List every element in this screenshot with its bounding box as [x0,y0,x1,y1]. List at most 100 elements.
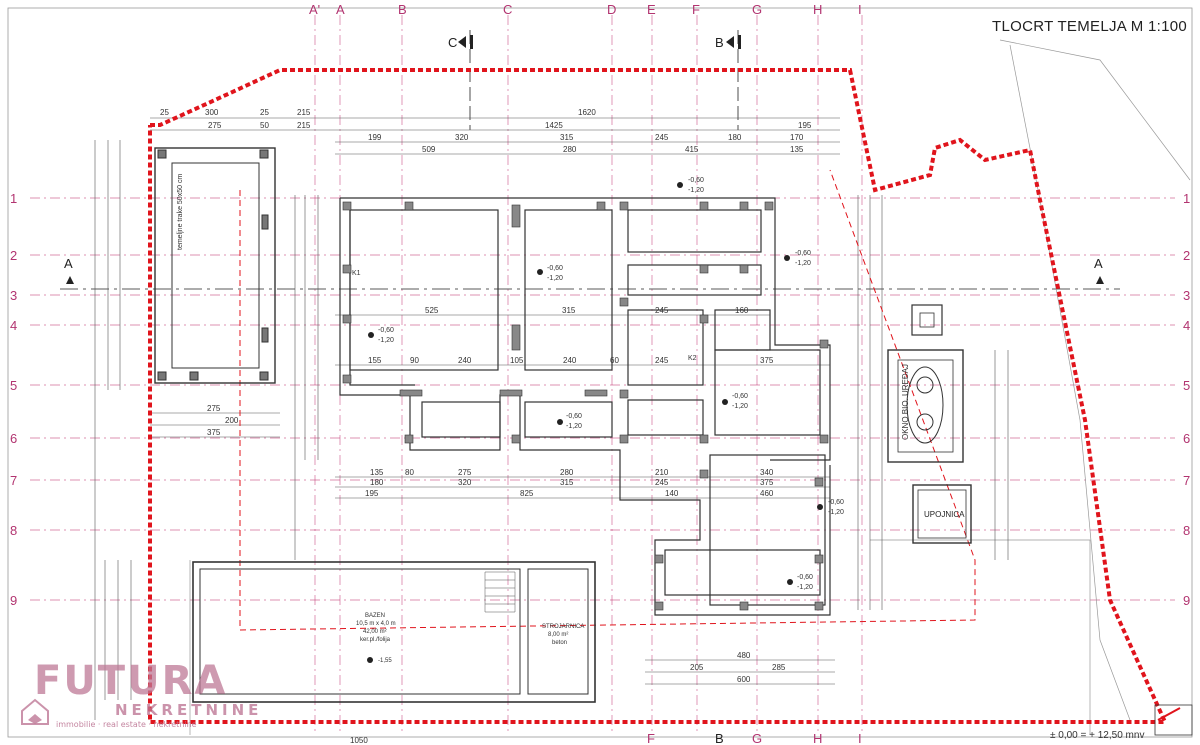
row-label: 3 [10,288,17,303]
soak-pit: UPOJNICA [912,484,972,544]
dim: 180 [728,133,742,142]
col-label: A [336,2,345,17]
row-label: 5 [1183,378,1190,393]
soak-pit-label: UPOJNICA [924,510,965,519]
footing-level: -1,20 [566,423,582,430]
dim: 600 [737,675,751,684]
grid-column-labels-bottom: F G H I [647,731,862,745]
footing-level: -1,20 [797,584,813,591]
dim: 320 [458,478,472,487]
dim: 25 [160,108,169,117]
septic-tank [887,304,964,463]
house-foundations [339,197,831,616]
section-a-label: A [64,256,73,271]
footing-level: -0,60 [828,499,844,506]
footing-level: -1,20 [547,275,563,282]
dim: 480 [737,651,751,660]
dim: 25 [260,108,269,117]
logo-house-icon [21,698,49,725]
dim: 375 [760,356,774,365]
dim: 375 [760,478,774,487]
dim: 240 [458,356,472,365]
dim: 300 [205,108,219,117]
row-label: 5 [10,378,17,393]
row-label: 2 [1183,248,1190,263]
col-label: F [647,731,655,745]
dim: 199 [368,133,382,142]
dim: 195 [798,121,812,130]
footing-level: -1,20 [795,260,811,267]
dim: 90 [410,356,419,365]
col-label: D [607,2,616,17]
section-c-label: C [448,35,457,50]
grid-row-labels: 1 2 3 4 5 6 7 8 9 1 2 3 4 5 6 7 8 9 [10,191,1190,608]
col-label: G [752,2,762,17]
dim: 275 [458,468,472,477]
grid-columns [314,15,863,735]
dim: 509 [422,145,436,154]
col-label: I [858,2,862,17]
dim: 1620 [578,108,596,117]
dim: 245 [655,478,669,487]
row-label: 9 [10,593,17,608]
dim: 210 [655,468,669,477]
dim: 315 [562,306,576,315]
col-label: E [647,2,656,17]
dim: 105 [510,356,524,365]
dim: 320 [455,133,469,142]
dim: 205 [690,663,704,672]
dim: 135 [370,468,384,477]
plot-boundary [148,68,1169,724]
dim: 195 [365,489,379,498]
dim: 460 [760,489,774,498]
grid-rows [30,197,1175,601]
row-label: 7 [1183,473,1190,488]
row-label: 4 [1183,318,1190,333]
col-label: C [503,2,512,17]
machine-room-area: 8,00 m² [548,632,568,638]
row-label: 6 [1183,431,1190,446]
dim: 215 [297,108,311,117]
col-label: F [692,2,700,17]
dim: 245 [655,133,669,142]
column-pads [342,201,829,611]
footing-level: -0,60 [797,574,813,581]
footing-level: -0,60 [732,393,748,400]
dim: 315 [560,133,574,142]
dim: 375 [207,428,221,437]
footing-level: -1,20 [828,509,844,516]
pool-name: BAZEN [365,613,385,619]
pool-area: 42,00 m² [363,629,387,635]
company-logo: FUTURA NEKRETNINE immobilie · real estat… [20,658,260,738]
grid-column-labels: A' A B C D E F G H I [309,2,862,17]
row-label: 8 [1183,523,1190,538]
pool-level: -1,55 [378,658,392,664]
col-label: H [813,2,822,17]
row-label: 4 [10,318,17,333]
section-b-label: B [715,35,724,50]
logo-tagline: immobilie · real estate · nekretnine [56,720,197,729]
footing-level: -0,60 [547,265,563,272]
col-label: A' [309,2,320,17]
pool-finish: ker.pl./folija [360,637,391,643]
corner-symbol [1154,704,1193,736]
sheet-frame [7,7,1193,738]
footing-level: -0,60 [795,250,811,257]
elevation-note: ± 0,00 = + 12,50 mnv [1050,730,1145,741]
row-label: 6 [10,431,17,446]
dim: 215 [297,121,311,130]
section-a-label: A [1094,256,1103,271]
footing-level: -1,20 [378,337,394,344]
dim: 240 [563,356,577,365]
footing-level: -0,60 [688,177,704,184]
col-label: B [398,2,407,17]
row-label: 1 [10,191,17,206]
dimension-values: 25 300 25 215 1620 195 275 50 215 1425 1… [160,108,812,745]
col-label: G [752,731,762,745]
dim: 285 [772,663,786,672]
strip-footing-label: temeljne trake 50x50 cm [177,174,184,250]
dimension-lines [94,117,1009,720]
dim: 525 [425,306,439,315]
footing-annotations: -0,60 -1,20 -0,60 -1,20 -0,60 -1,20 -0,6… [352,177,844,591]
